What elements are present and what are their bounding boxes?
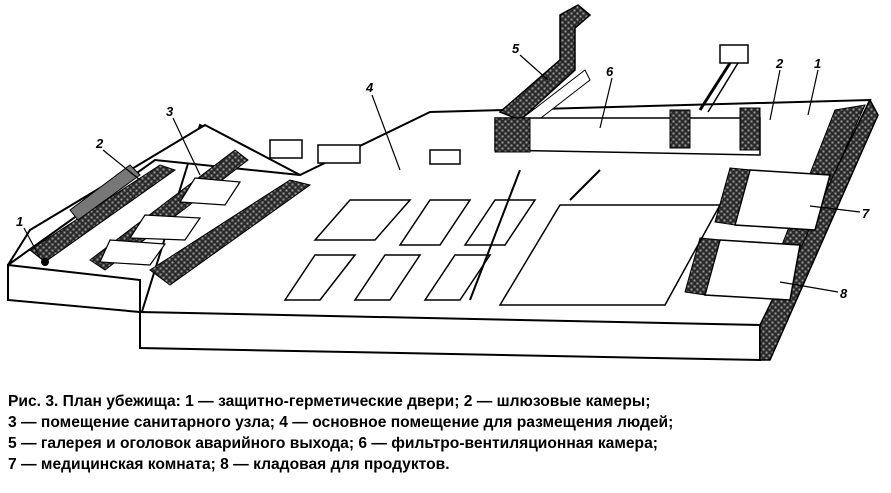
label-6-filter-ventilation: 6: [606, 64, 614, 79]
label-1-doors-rear: 1: [814, 56, 821, 71]
rear-rooms: [494, 44, 761, 156]
label-2-airlock: 2: [95, 136, 104, 151]
leader-lines: [23, 54, 861, 293]
shelter-plan-diagram: 1 2 3 4 5 6 2 1 7 8: [7, 4, 879, 362]
hall-fixtures: [269, 139, 722, 306]
label-8-food-storage: 8: [840, 286, 848, 301]
label-1-doors: 1: [16, 214, 23, 229]
callout-labels: 1 2 3 4 5 6 2 1 7 8: [16, 41, 870, 301]
label-3-sanitary: 3: [166, 104, 174, 119]
label-5-exit-gallery: 5: [512, 41, 520, 56]
figure-caption: Рис. 3. План убежища: 1 — защитно-гермет…: [8, 393, 674, 473]
label-7-medical: 7: [862, 206, 870, 221]
side-rooms: [684, 167, 831, 301]
label-4-main-room: 4: [365, 80, 374, 95]
label-2-airlock-rear: 2: [775, 56, 784, 71]
entrance-gallery: [7, 123, 312, 314]
